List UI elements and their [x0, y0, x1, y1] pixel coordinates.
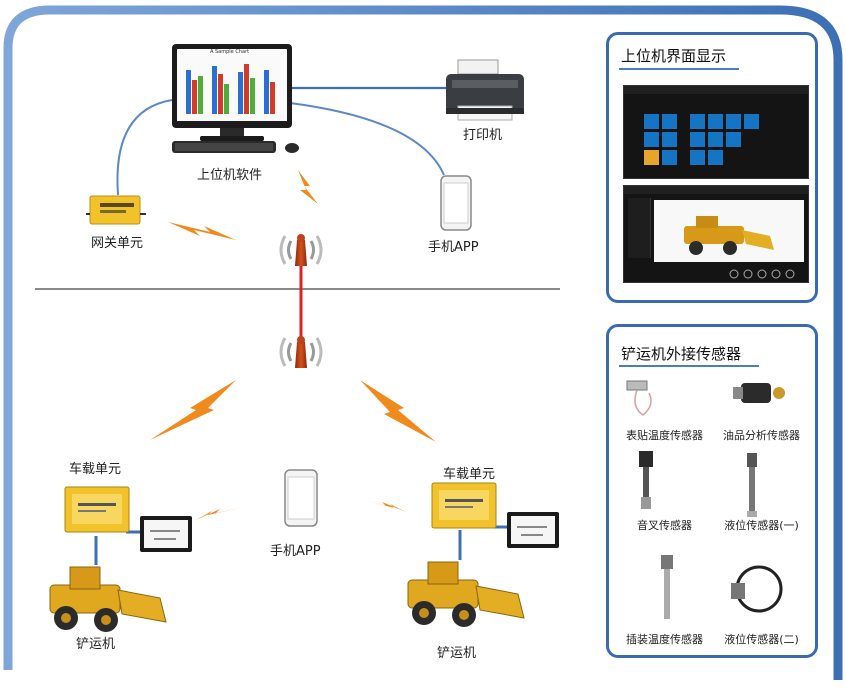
ui-tile: [644, 114, 659, 129]
ui-tile: [726, 114, 741, 129]
label-printer: 打印机: [463, 128, 503, 143]
loader-vehicle-icon: [407, 561, 525, 627]
bolt-icon: [196, 508, 240, 520]
ui-tile: [744, 114, 759, 129]
sensor-label: 插装温度传感器: [626, 633, 703, 646]
ui-tile: [644, 132, 659, 147]
sensor-images: [626, 380, 785, 619]
sensor-label: 液位传感器(二): [724, 633, 799, 646]
ui-display-panel: 上位机界面显示: [606, 32, 818, 303]
label-phone-app-top: 手机APP: [428, 240, 479, 255]
ui-screenshot-vehicle: [623, 185, 809, 283]
sensor-panel: 铲运机外接传感器 表贴温度传感器 油品分: [606, 324, 818, 658]
panel-title-underline: [619, 68, 739, 70]
ui-tile: [726, 132, 741, 147]
surface-temp-sensor-icon: [626, 380, 652, 416]
ui-tile: [708, 132, 723, 147]
label-gateway: 网关单元: [91, 236, 144, 251]
ui-screenshot-dashboard: [623, 85, 809, 179]
ui-tile: [662, 150, 677, 165]
level-sensor-2-icon: [731, 565, 783, 613]
computer-icon: [172, 44, 299, 153]
bolt-icon: [168, 222, 236, 240]
sensor-panel-title: 铲运机外接传感器: [621, 345, 742, 363]
link-phone: [289, 102, 445, 176]
ui-tile: [690, 150, 705, 165]
panel-title-underline: [619, 365, 759, 367]
radio-tower-icon: [279, 336, 323, 368]
label-vehicle-unit-right: 车载单元: [443, 467, 496, 482]
sensor-label: 音叉传感器: [637, 519, 692, 532]
ui-tile: [690, 132, 705, 147]
vehicle-unit-icon: [431, 482, 559, 548]
sensor-label: 油品分析传感器: [723, 429, 800, 442]
monitor-chart-title: A Sample Chart: [210, 49, 250, 55]
outer-frame: [3, 5, 843, 680]
tuning-fork-sensor-icon: [639, 451, 653, 509]
label-loader-right: 铲运机: [437, 646, 477, 661]
bolt-icon: [364, 500, 406, 512]
bolt-icon: [150, 380, 236, 440]
printer-icon: [446, 59, 524, 121]
gateway-device-icon: [86, 195, 146, 225]
ui-tile: [690, 114, 705, 129]
sensor-label: 表贴温度传感器: [626, 429, 703, 442]
ui-tile: [644, 150, 659, 165]
link-gateway: [116, 99, 173, 196]
ui-display-panel-title: 上位机界面显示: [621, 47, 727, 65]
ui-tile: [708, 114, 723, 129]
vehicle-unit-icon: [64, 486, 192, 552]
insert-temp-sensor-icon: [661, 555, 673, 619]
ui-tile: [662, 132, 677, 147]
radio-tower-icon: [279, 234, 323, 266]
level-sensor-1-icon: [747, 453, 757, 517]
label-host-software: 上位机软件: [197, 168, 263, 183]
label-vehicle-unit-left: 车载单元: [69, 462, 122, 477]
phone-icon: [284, 469, 318, 527]
bolt-icon: [360, 380, 436, 442]
ui-tile: [708, 150, 723, 165]
oil-analysis-sensor-icon: [733, 383, 785, 403]
label-phone-app-bottom: 手机APP: [270, 544, 321, 559]
loader-vehicle-icon: [49, 566, 167, 632]
ui-tile: [662, 114, 677, 129]
label-loader-left: 铲运机: [76, 637, 116, 652]
sensor-label: 液位传感器(一): [724, 519, 799, 532]
bolt-icon: [298, 170, 318, 204]
phone-icon: [440, 175, 472, 231]
